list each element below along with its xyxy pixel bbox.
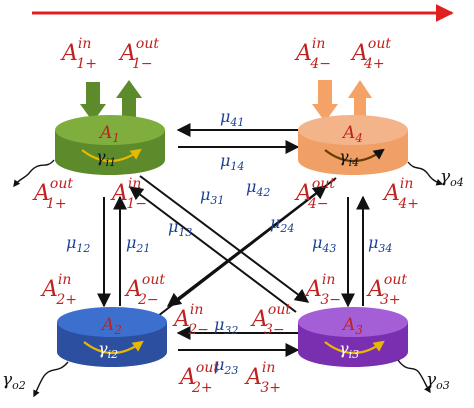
loss-arrow-o3: [397, 359, 431, 394]
loss-arrow-o4: [407, 161, 444, 186]
resonator-4: [298, 115, 408, 175]
coupling-arrow-31: [128, 186, 297, 313]
loss-label-o4: γo4: [440, 167, 464, 189]
loss-arrow-o1: [13, 159, 55, 188]
coupling-label-31: μ31: [200, 185, 224, 207]
input-arrow-4: [312, 80, 338, 122]
circulation-icon-4: [324, 148, 385, 162]
resonator-label-3: A3: [341, 315, 363, 337]
coupling-label-32: μ32: [214, 315, 238, 337]
resonator-loss-4: γi4: [339, 147, 359, 169]
resonator-label-2: A2: [100, 315, 122, 337]
circulation-icon-3: [324, 340, 385, 354]
coupling-label-13: μ13: [168, 217, 192, 239]
coupling-label-41: μ41: [220, 107, 244, 129]
output-arrow-1: [116, 80, 142, 122]
resonator-1: [55, 115, 165, 175]
resonator-label-1: A1: [98, 123, 120, 145]
coupling-label-42: μ42: [246, 177, 270, 199]
resonator-loss-1: γi1: [96, 147, 116, 169]
loss-label-o3: γo3: [426, 370, 450, 392]
resonator-loss-3: γi3: [339, 339, 359, 361]
resonator-2: [57, 307, 167, 367]
resonator-loss-2: γi2: [98, 339, 118, 361]
coupling-label-21: μ21: [126, 233, 150, 255]
circulation-icon-1: [81, 148, 142, 162]
coupling-label-14: μ14: [220, 151, 244, 173]
coupling-label-12: μ12: [66, 233, 90, 255]
coupling-label-43: μ43: [312, 233, 336, 255]
resonator-3: [298, 307, 408, 367]
resonator-label-4: A4: [341, 123, 363, 145]
loss-label-o2: γo2: [2, 370, 26, 392]
coupling-arrow-42: [166, 177, 337, 307]
loss-arrow-o2: [33, 361, 69, 398]
coupling-arrow-13: [139, 175, 310, 303]
input-arrow-1: [80, 82, 106, 122]
coupling-label-24: μ24: [270, 213, 294, 235]
coupling-label-34: μ34: [368, 233, 392, 255]
circulation-icon-2: [83, 340, 144, 354]
coupling-label-23: μ23: [214, 355, 238, 377]
